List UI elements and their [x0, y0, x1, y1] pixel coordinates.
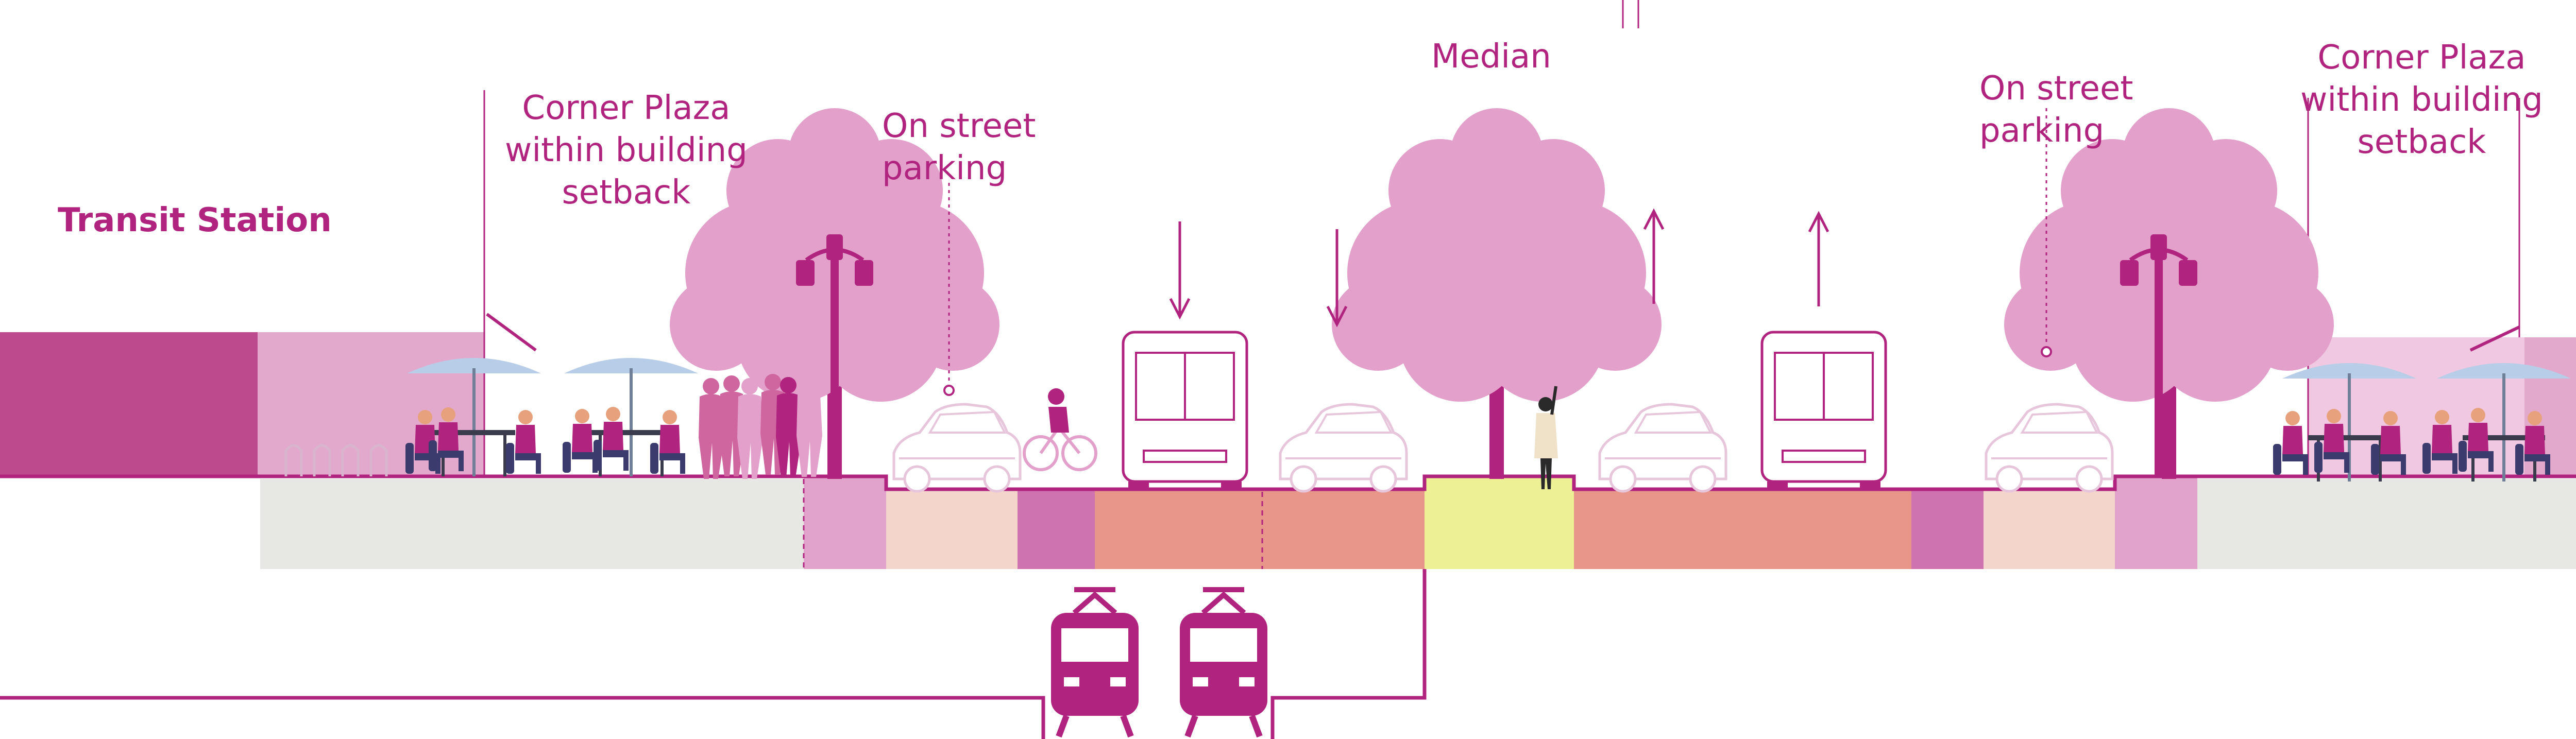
car-icon: [1986, 404, 2112, 491]
label-line: setback: [562, 173, 691, 212]
lane-transit-left: [1095, 489, 1425, 569]
bus-icon: [1762, 332, 1886, 491]
label-line: setback: [2357, 123, 2486, 161]
transit-station-building: [0, 332, 258, 476]
label-line: parking: [882, 149, 1007, 187]
label-line: Corner Plaza: [522, 89, 731, 127]
awning: [486, 313, 537, 352]
lane-parking-left: [886, 489, 1018, 569]
corner-plaza-label-left: Corner Plaza within building setback: [505, 88, 748, 214]
direction-arrow-icon: [1809, 214, 1828, 306]
pedestrian-group: [699, 374, 822, 479]
lane-median: [1425, 476, 1574, 569]
lane-curb-left: [804, 476, 886, 569]
train-icon: [1051, 590, 1139, 736]
lane-transit-right: [1574, 489, 1911, 569]
leader-dot: [943, 385, 955, 396]
lane-bike-right: [1911, 489, 1984, 569]
direction-arrow-icon: [1171, 221, 1189, 317]
direction-arrow-icon: [1328, 229, 1346, 324]
label-line: within building: [505, 131, 748, 169]
lane-curb-right: [2115, 476, 2197, 569]
corner-plaza-label-right: Corner Plaza within building setback: [2300, 37, 2543, 164]
bus-icon: [1123, 332, 1247, 491]
cyclist-icon: [1023, 388, 1097, 471]
sidewalk-left: [260, 479, 804, 569]
label-line: On street: [882, 107, 1036, 145]
train-icon: [1180, 590, 1267, 736]
lane-bike-left: [1018, 489, 1095, 569]
on-street-parking-label-left: On street parking: [882, 106, 1036, 190]
label-line: parking: [1979, 111, 2105, 150]
car-icon: [1280, 404, 1406, 491]
bike-rack-icon: [284, 444, 388, 476]
car-icon: [1600, 404, 1726, 491]
sidewalk-right: [2197, 479, 2576, 569]
direction-arrow-icon: [1645, 211, 1663, 304]
on-street-parking-label-right: On street parking: [1979, 68, 2133, 152]
underground-transit-line: [0, 569, 1427, 739]
awning: [2469, 325, 2520, 352]
median-label: Median: [1431, 38, 1551, 76]
lane-parking-right: [1984, 489, 2115, 569]
car-icon: [894, 404, 1020, 491]
pedestrian-icon: [1534, 386, 1558, 489]
label-line: within building: [2300, 80, 2543, 119]
transit-station-label: Transit Station: [58, 201, 332, 239]
label-line: Corner Plaza: [2317, 39, 2526, 77]
leader-dot: [2041, 346, 2052, 357]
label-line: On street: [1979, 70, 2133, 108]
